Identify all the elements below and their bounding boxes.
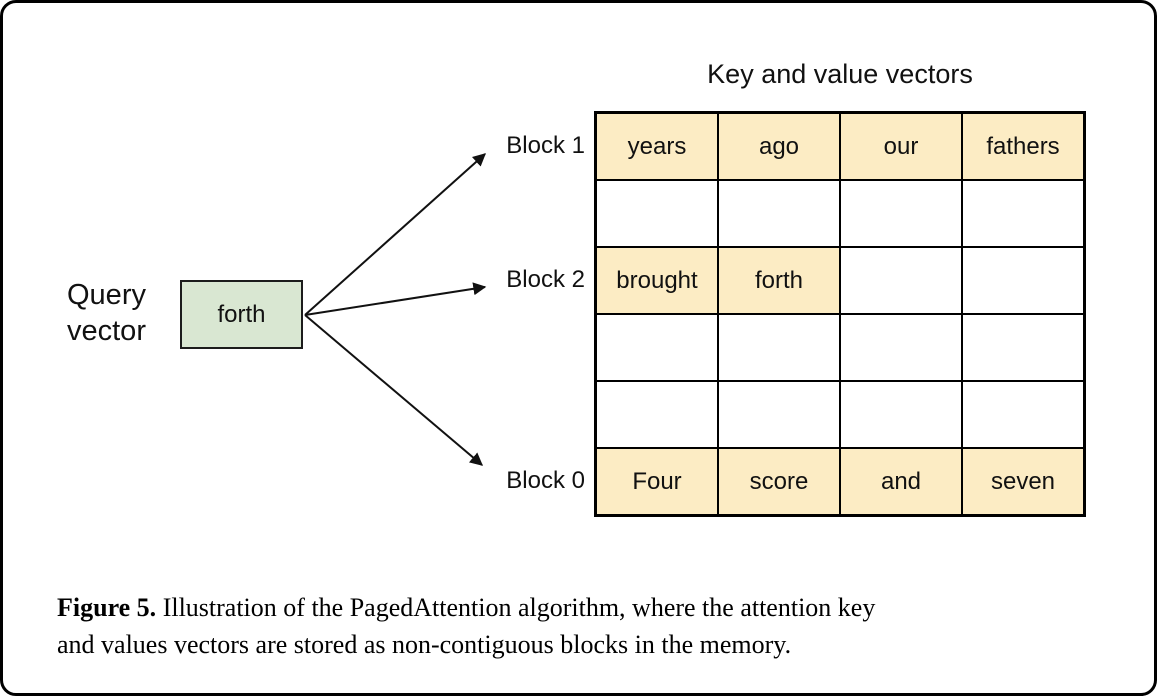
block-1-label: Block 1 (506, 132, 585, 159)
figure-caption: Figure 5. Illustration of the PagedAtten… (57, 589, 1097, 663)
caption-line1: Illustration of the PagedAttention algor… (162, 593, 876, 622)
kv-table-title: Key and value vectors (707, 59, 973, 89)
caption-line2: and values vectors are stored as non-con… (57, 630, 792, 659)
block-2-label: Block 2 (506, 266, 585, 293)
table-cell: seven (962, 448, 1084, 515)
query-vector-label-line1: Query (67, 279, 146, 311)
table-cell (962, 247, 1084, 314)
query-vector-label: Query vector (67, 277, 146, 349)
table-cell: years (596, 113, 718, 180)
table-cell (962, 180, 1084, 247)
table-cell (718, 314, 840, 381)
table-cell (596, 381, 718, 448)
caption-label: Figure 5. (57, 593, 157, 622)
query-vector-box-text: forth (217, 300, 266, 328)
table-cell: score (718, 448, 840, 515)
table-cell: and (840, 448, 962, 515)
table-cell (596, 180, 718, 247)
table-cell (596, 314, 718, 381)
table-cell: fathers (962, 113, 1084, 180)
table-cell: Four (596, 448, 718, 515)
arrow-to-block-0 (304, 314, 483, 466)
query-vector-box: forth (180, 280, 303, 349)
table-cell (840, 180, 962, 247)
table-cell (718, 180, 840, 247)
block-0-label: Block 0 (506, 467, 585, 494)
table-cell (840, 314, 962, 381)
table-cell (962, 314, 1084, 381)
table-cell: forth (718, 247, 840, 314)
table-cell (962, 381, 1084, 448)
table-cell: our (840, 113, 962, 180)
query-vector-label-line2: vector (67, 315, 146, 347)
table-cell: ago (718, 113, 840, 180)
table-cell (840, 381, 962, 448)
kv-table: years ago our fathers brought forth Four… (594, 111, 1086, 517)
table-cell (840, 247, 962, 314)
table-cell: brought (596, 247, 718, 314)
table-cell (718, 381, 840, 448)
